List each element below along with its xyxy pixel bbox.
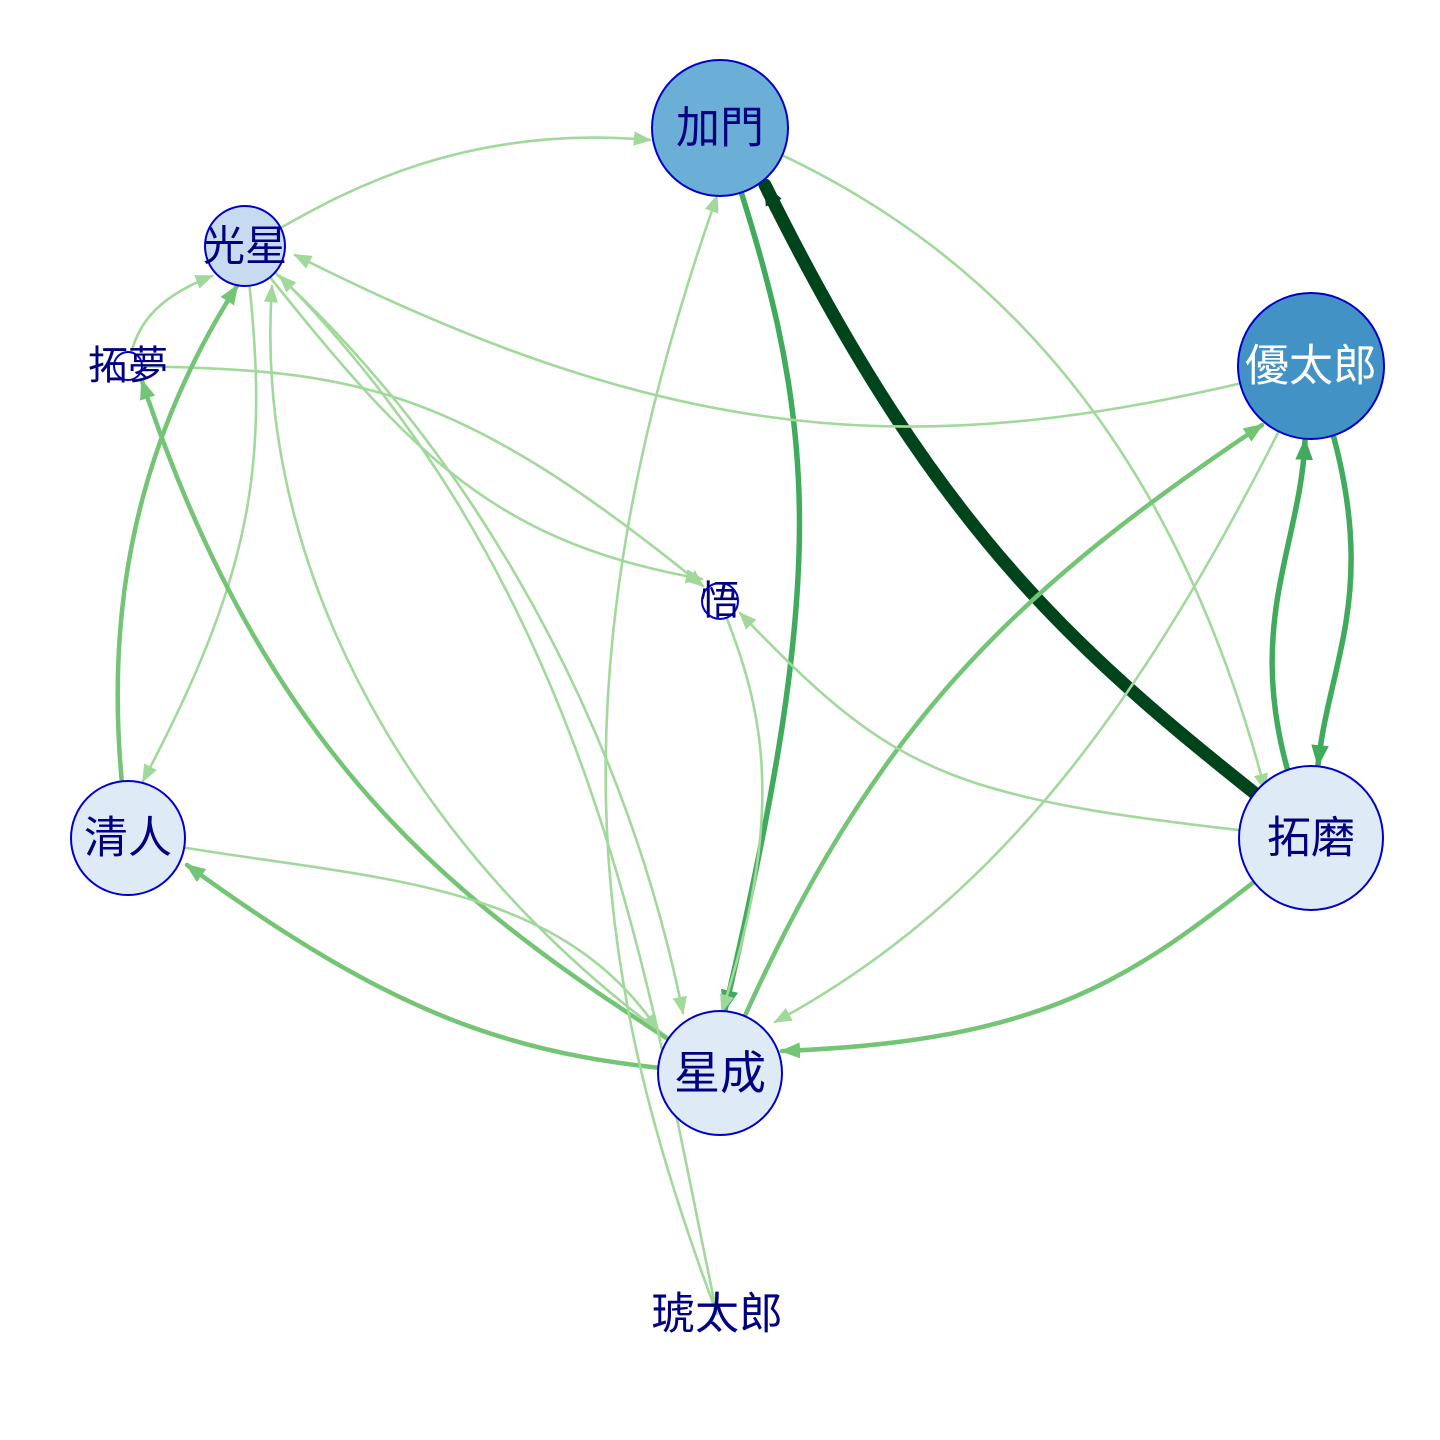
edge-kiyoto-to-kosei bbox=[115, 283, 240, 841]
node-label-kiyoto: 清人 bbox=[84, 813, 172, 864]
edge-kotaro-to-kosei bbox=[278, 274, 719, 1316]
node-takuma[interactable]: 拓磨 bbox=[1238, 765, 1384, 911]
node-kamon[interactable]: 加門 bbox=[651, 59, 789, 197]
node-label-seisei: 星成 bbox=[674, 1046, 766, 1100]
edge-takuma-to-kamon bbox=[758, 178, 1318, 845]
node-kotaro[interactable]: 琥太郎 bbox=[651, 1289, 783, 1340]
node-label-takumu: 拓夢 bbox=[88, 343, 168, 389]
node-circle-takuma bbox=[1238, 765, 1384, 911]
node-label-takuma: 拓磨 bbox=[1267, 813, 1355, 864]
edge-yutaro-to-kosei bbox=[293, 253, 1313, 428]
edge-takuma-to-seisei bbox=[779, 835, 1314, 1059]
edge-seisei-to-kosei bbox=[263, 284, 722, 1075]
node-circle-yutaro bbox=[1237, 292, 1385, 440]
edge-kosei-to-kamon bbox=[243, 131, 652, 248]
edge-kotaro-to-kamon bbox=[604, 194, 719, 1316]
edge-kamon-to-takuma bbox=[718, 126, 1268, 792]
node-circle-seisei bbox=[657, 1010, 783, 1136]
edge-takuma-to-go bbox=[738, 611, 1313, 840]
edge-seisei-to-takumu bbox=[139, 378, 723, 1076]
edge-seisei-to-kiyoto bbox=[184, 862, 723, 1076]
node-takumu[interactable]: 拓夢 bbox=[88, 343, 168, 389]
node-go[interactable]: 悟 bbox=[700, 578, 740, 624]
edge-seisei-to-yutaro bbox=[717, 422, 1265, 1076]
node-circle-kiyoto bbox=[70, 780, 186, 896]
edge-takumu-to-go bbox=[126, 364, 705, 588]
edge-yutaro-to-takuma bbox=[1308, 363, 1354, 768]
node-seisei[interactable]: 星成 bbox=[657, 1010, 783, 1136]
edge-kosei-to-kiyoto bbox=[141, 244, 258, 783]
node-label-yutaro: 優太郎 bbox=[1245, 341, 1377, 392]
edge-kiyoto-to-seisei bbox=[126, 836, 660, 1032]
edge-go-to-seisei bbox=[718, 599, 764, 1013]
node-circle-kosei bbox=[204, 205, 286, 287]
node-kiyoto[interactable]: 清人 bbox=[70, 780, 186, 896]
edge-kamon-to-seisei bbox=[717, 125, 803, 1013]
node-circle-go bbox=[701, 582, 739, 620]
node-label-kotaro: 琥太郎 bbox=[651, 1289, 783, 1340]
edges-layer bbox=[115, 125, 1354, 1316]
node-label-kosei: 光星 bbox=[203, 222, 287, 271]
edge-yutaro-to-seisei bbox=[773, 364, 1313, 1024]
node-yutaro[interactable]: 優太郎 bbox=[1237, 292, 1385, 440]
edge-kosei-to-seisei bbox=[243, 244, 687, 1015]
node-kosei[interactable]: 光星 bbox=[203, 205, 287, 287]
node-circle-takumu bbox=[113, 351, 143, 381]
edge-takuma-to-yutaro bbox=[1269, 437, 1314, 841]
node-circle-kamon bbox=[651, 59, 789, 197]
node-label-go: 悟 bbox=[700, 578, 740, 624]
node-label-kamon: 加門 bbox=[676, 103, 764, 154]
